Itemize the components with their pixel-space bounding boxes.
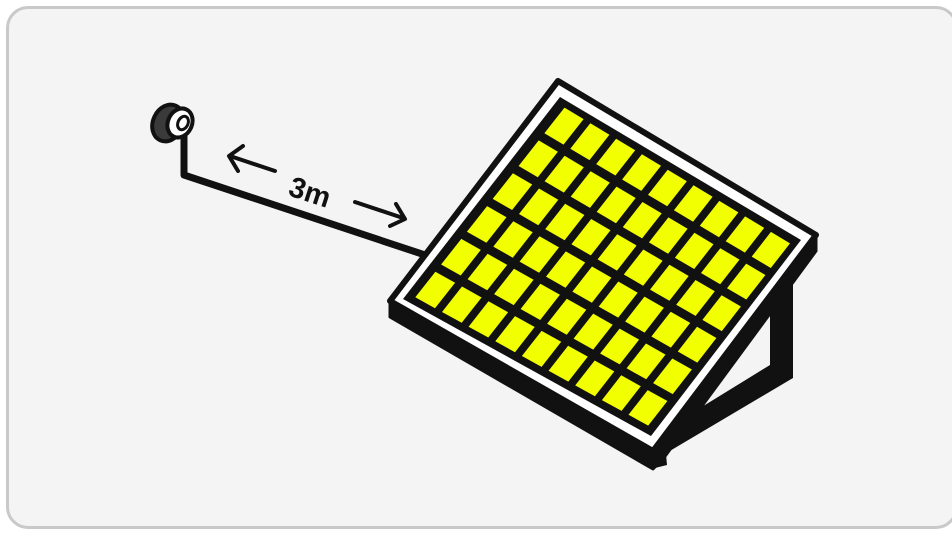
solar-cell bbox=[467, 253, 508, 291]
solar-cell bbox=[653, 358, 692, 395]
solar-cell bbox=[622, 202, 662, 239]
solar-cell bbox=[677, 326, 717, 363]
solar-cell bbox=[518, 140, 558, 178]
solar-cell bbox=[495, 316, 535, 353]
solar-cell bbox=[519, 236, 559, 273]
solar-cell bbox=[725, 216, 765, 253]
solar-cell bbox=[520, 283, 560, 320]
solar-cell bbox=[572, 266, 612, 303]
solar-cell bbox=[701, 248, 740, 285]
solar-cell bbox=[544, 155, 584, 193]
solar-cell bbox=[674, 232, 714, 269]
solar-cell bbox=[521, 330, 562, 367]
distance-arrow-left bbox=[227, 144, 277, 173]
solar-cell bbox=[673, 185, 713, 222]
solar-cell bbox=[650, 264, 689, 301]
solar-cell bbox=[570, 123, 610, 161]
solar-cell bbox=[597, 234, 637, 271]
wall-socket-icon bbox=[150, 102, 195, 144]
solar-cell bbox=[494, 268, 534, 306]
solar-cell bbox=[442, 286, 482, 323]
solar-cell bbox=[596, 186, 636, 224]
solar-cell bbox=[727, 263, 766, 300]
solar-cell bbox=[702, 295, 741, 332]
solar-cells bbox=[415, 107, 790, 426]
solar-cell bbox=[441, 238, 481, 276]
solar-cell bbox=[570, 171, 610, 208]
distance-arrow-right bbox=[353, 200, 407, 228]
cable bbox=[180, 132, 429, 259]
solar-cell bbox=[493, 221, 533, 258]
solar-cell bbox=[626, 343, 666, 380]
illustration-card: 3m bbox=[6, 6, 952, 529]
solar-cell bbox=[699, 200, 739, 238]
solar-cell bbox=[600, 328, 640, 365]
solar-cell bbox=[573, 313, 613, 350]
solar-cell bbox=[571, 219, 611, 256]
solar-cell bbox=[648, 217, 688, 254]
solar-cell bbox=[468, 301, 509, 338]
solar-cell bbox=[751, 231, 790, 268]
solar-cell bbox=[519, 188, 559, 226]
solar-cell bbox=[575, 360, 615, 397]
solar-cell bbox=[596, 138, 636, 176]
solar-cell bbox=[492, 173, 533, 210]
solar-cell bbox=[547, 298, 587, 335]
solar-cell bbox=[651, 311, 691, 348]
solar-cell bbox=[415, 271, 456, 309]
solar-cell bbox=[466, 206, 507, 243]
solar-cell bbox=[623, 249, 663, 286]
solar-cell bbox=[546, 251, 586, 288]
solar-cell bbox=[628, 390, 668, 426]
solar-panel-illustration: 3m bbox=[150, 78, 819, 471]
solar-cell bbox=[625, 296, 664, 333]
solar-cell bbox=[601, 375, 641, 411]
solar-cell bbox=[545, 203, 585, 241]
solar-cell bbox=[676, 280, 715, 316]
solar-cell bbox=[598, 281, 638, 318]
solar-cell bbox=[544, 107, 584, 145]
solar-cell bbox=[548, 345, 588, 382]
solar-cell bbox=[622, 154, 661, 191]
solar-cell bbox=[648, 169, 687, 207]
